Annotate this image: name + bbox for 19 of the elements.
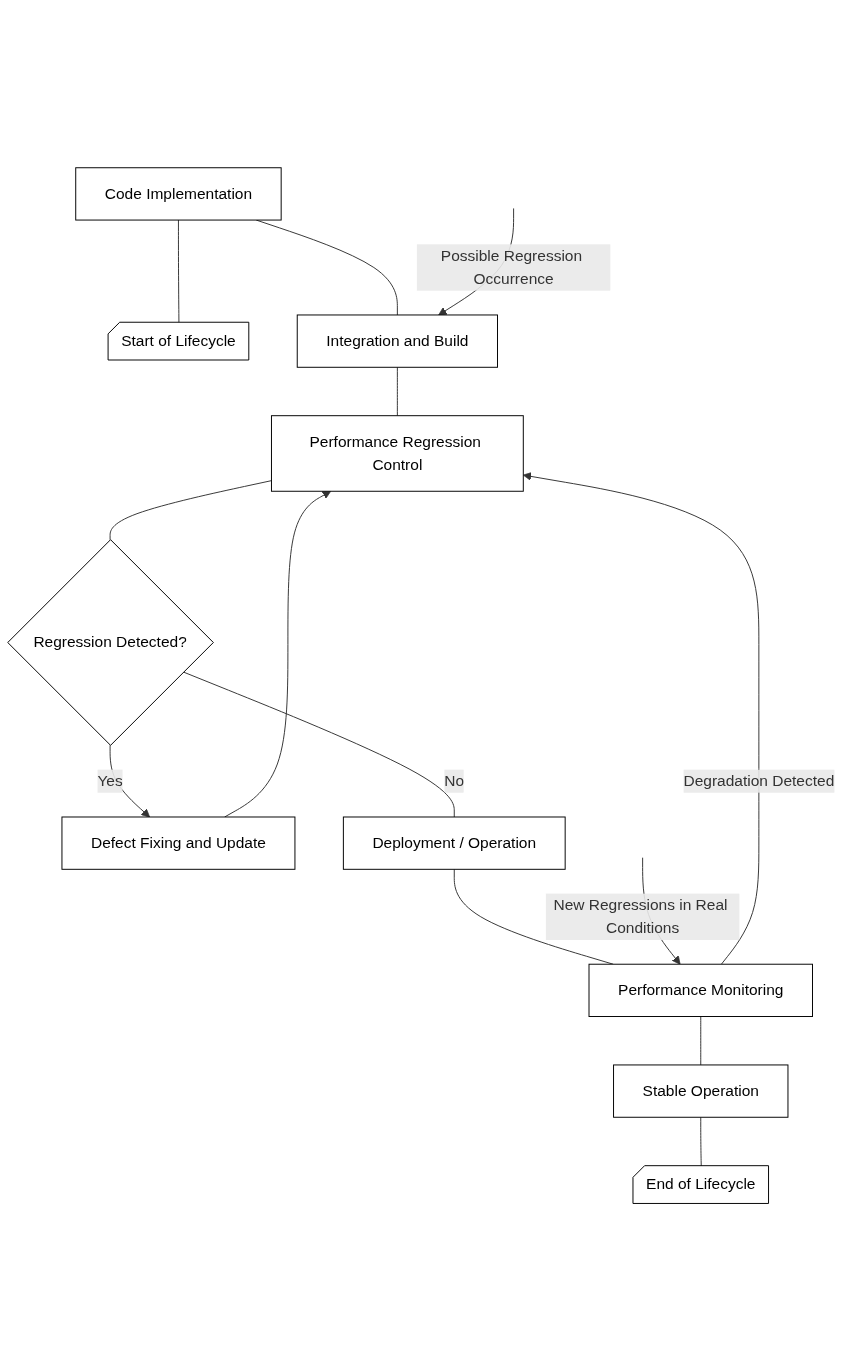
connector: [700, 1016, 702, 1066]
edge-label: New Regressions in Real Conditions: [553, 896, 728, 937]
connector: [177, 219, 180, 324]
edge-label: Yes: [97, 772, 123, 790]
node-box: Integration and Build: [296, 314, 498, 369]
edge-label: No: [444, 772, 465, 790]
node-box: Performance Monitoring: [588, 964, 813, 1018]
connector: [700, 1117, 702, 1168]
node-box: Defect Fixing and Update: [61, 816, 296, 871]
node-box: Code Implementation: [75, 167, 282, 221]
node-box: Stable Operation: [613, 1064, 789, 1119]
edge-label: Degradation Detected: [683, 772, 835, 790]
connector: [453, 869, 614, 966]
node-box: Deployment / Operation: [342, 816, 566, 871]
edge-label: Possible Regression Occurrence: [440, 247, 583, 288]
connector: [109, 480, 272, 541]
node-box: Performance Regression Control: [270, 415, 524, 493]
connector: [396, 367, 398, 417]
node-diamond: Regression Detected?: [7, 539, 214, 747]
